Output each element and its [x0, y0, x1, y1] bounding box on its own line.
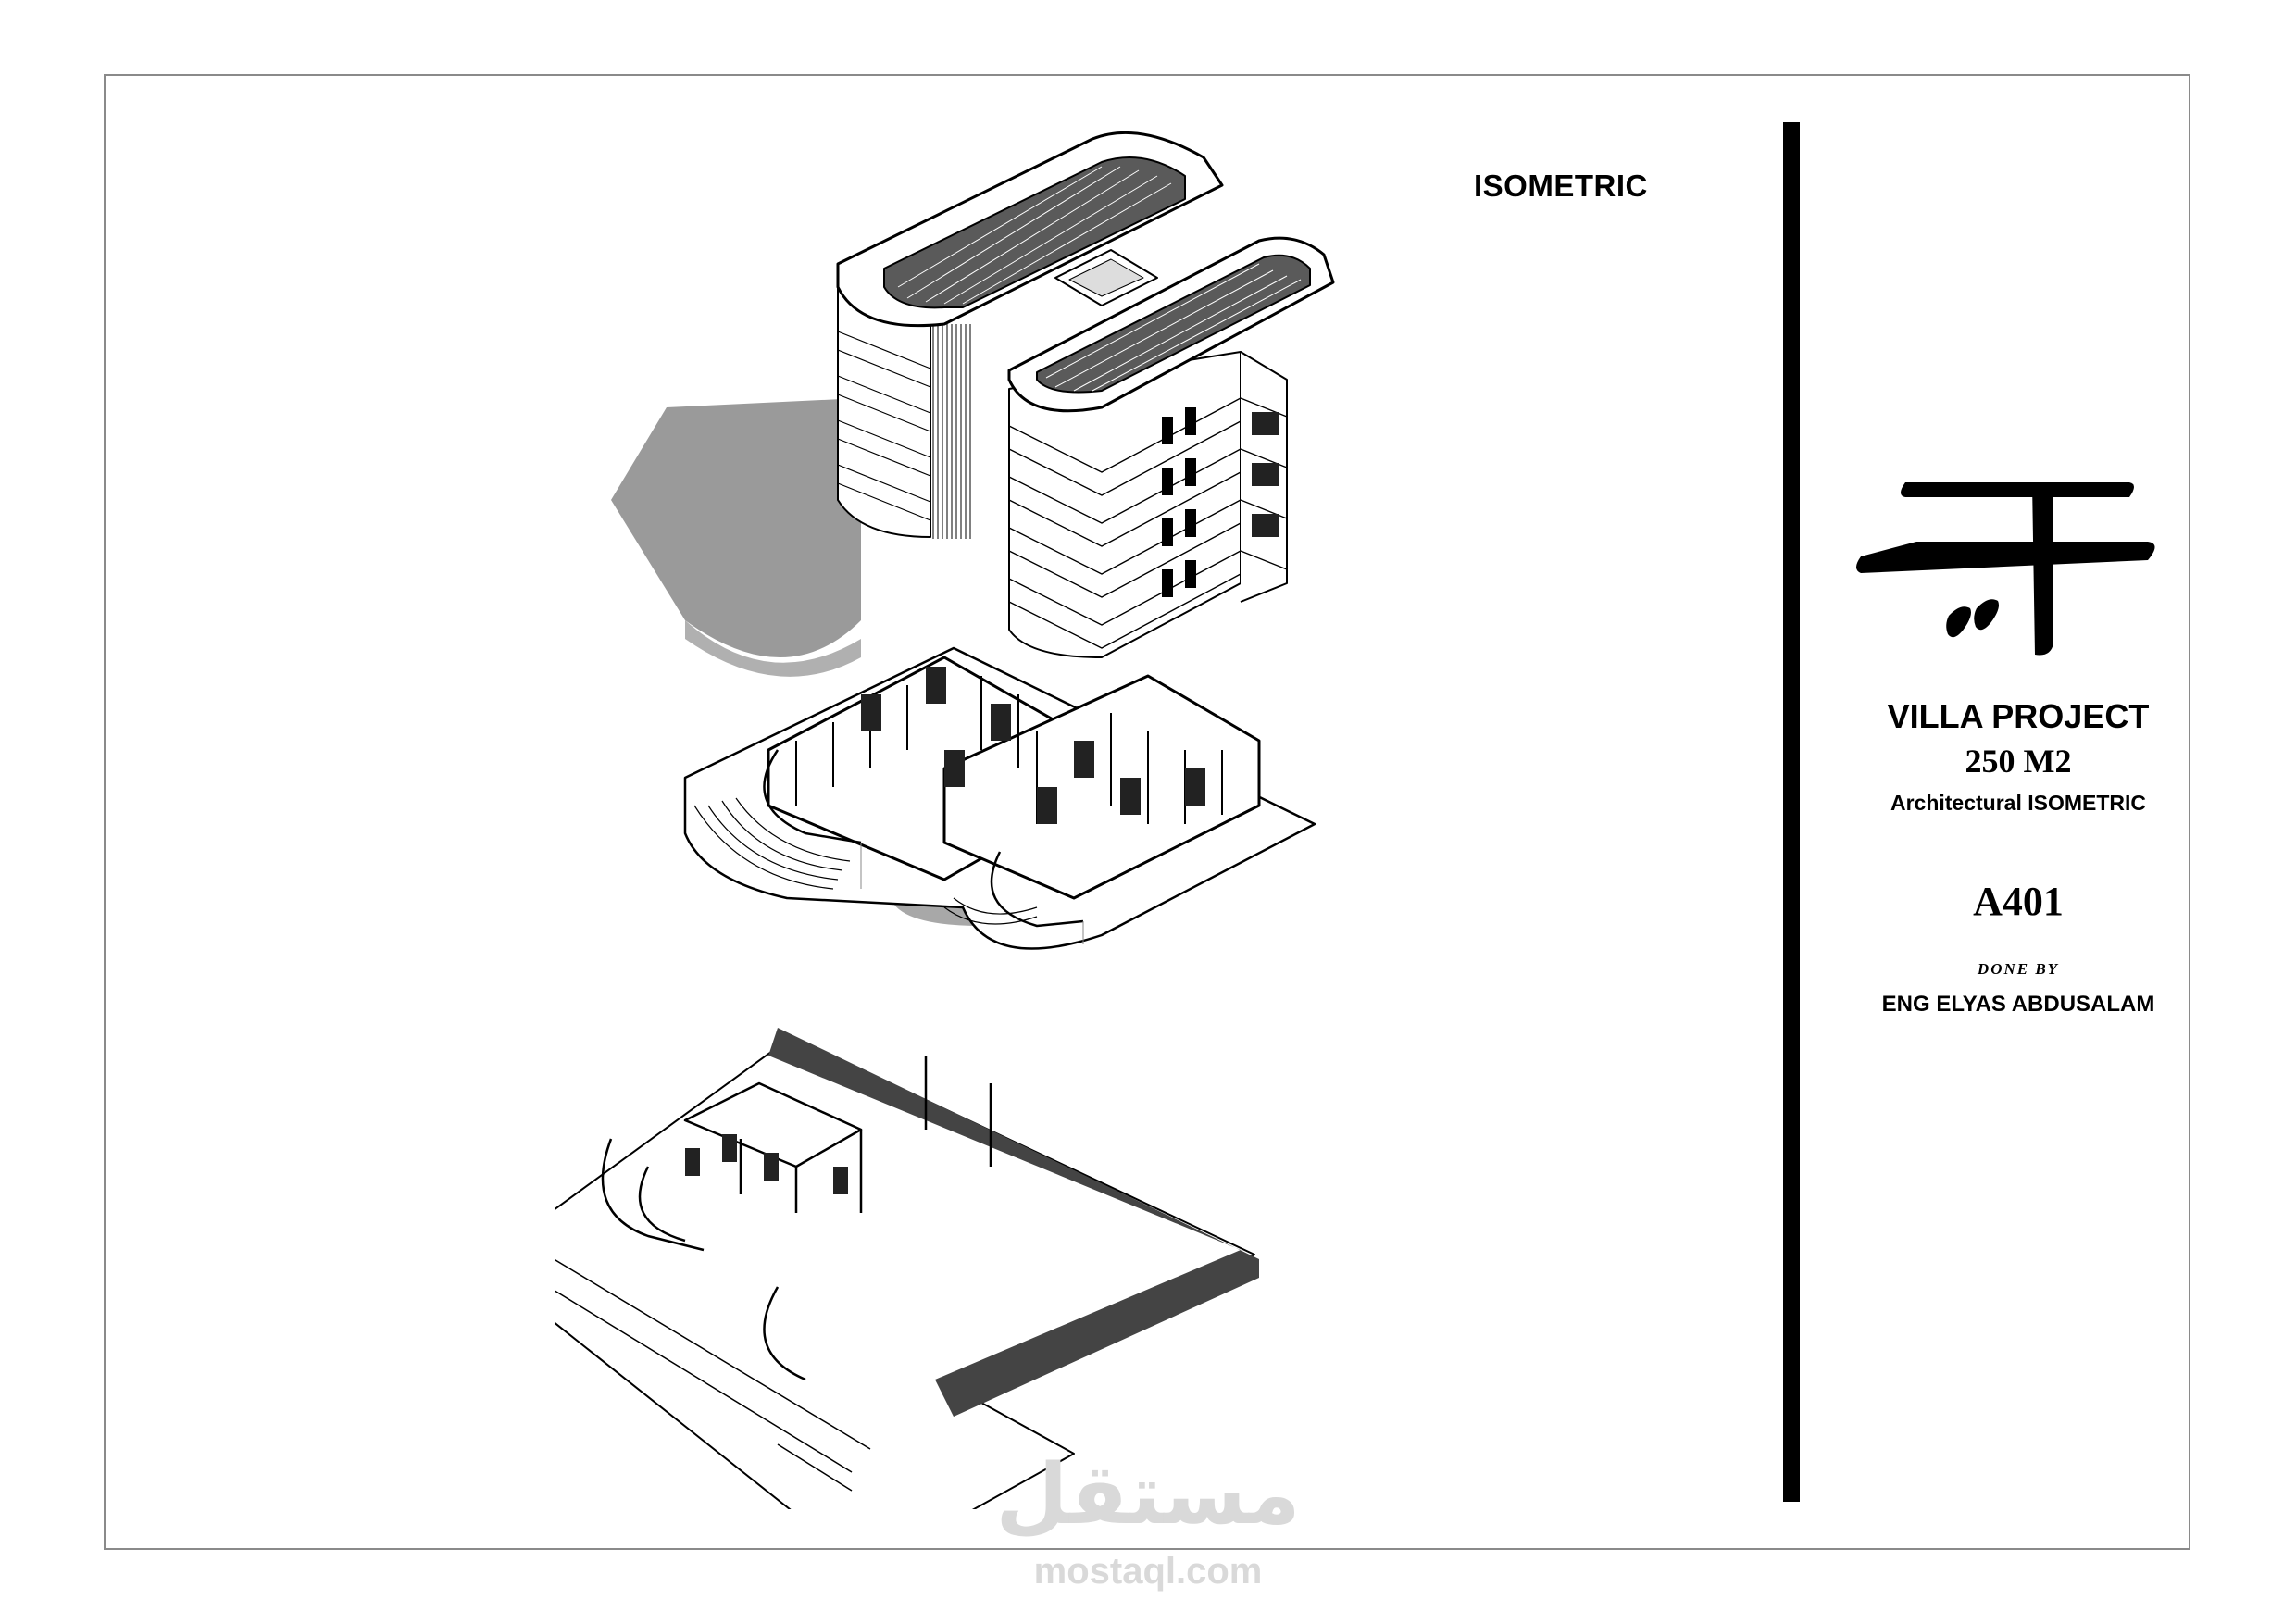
sheet-number: A401 — [1973, 879, 2064, 924]
title-block-divider — [1783, 122, 1800, 1502]
basement-level — [555, 1028, 1259, 1509]
done-by-label: DONE BY — [1977, 960, 2060, 978]
watermark-logo-text: مستقل — [995, 1446, 1300, 1543]
watermark-logo: مستقل mostaql.com — [995, 1446, 1300, 1592]
monogram-logo-icon — [1856, 482, 2155, 656]
drawing-subtitle: Architectural ISOMETRIC — [1890, 791, 2147, 815]
exploded-isometric-drawing — [555, 131, 1335, 1509]
roof-level — [611, 131, 1335, 677]
sheet-border — [104, 74, 2190, 1550]
ground-floor-level — [683, 646, 1316, 950]
project-title: VILLA PROJECT — [1887, 697, 2150, 735]
watermark-url: mostaql.com — [1034, 1551, 1263, 1592]
view-title: ISOMETRIC — [1474, 169, 1648, 203]
project-area: 250 M2 — [1965, 743, 2072, 780]
author-name: ENG ELYAS ABDUSALAM — [1881, 992, 2155, 1017]
